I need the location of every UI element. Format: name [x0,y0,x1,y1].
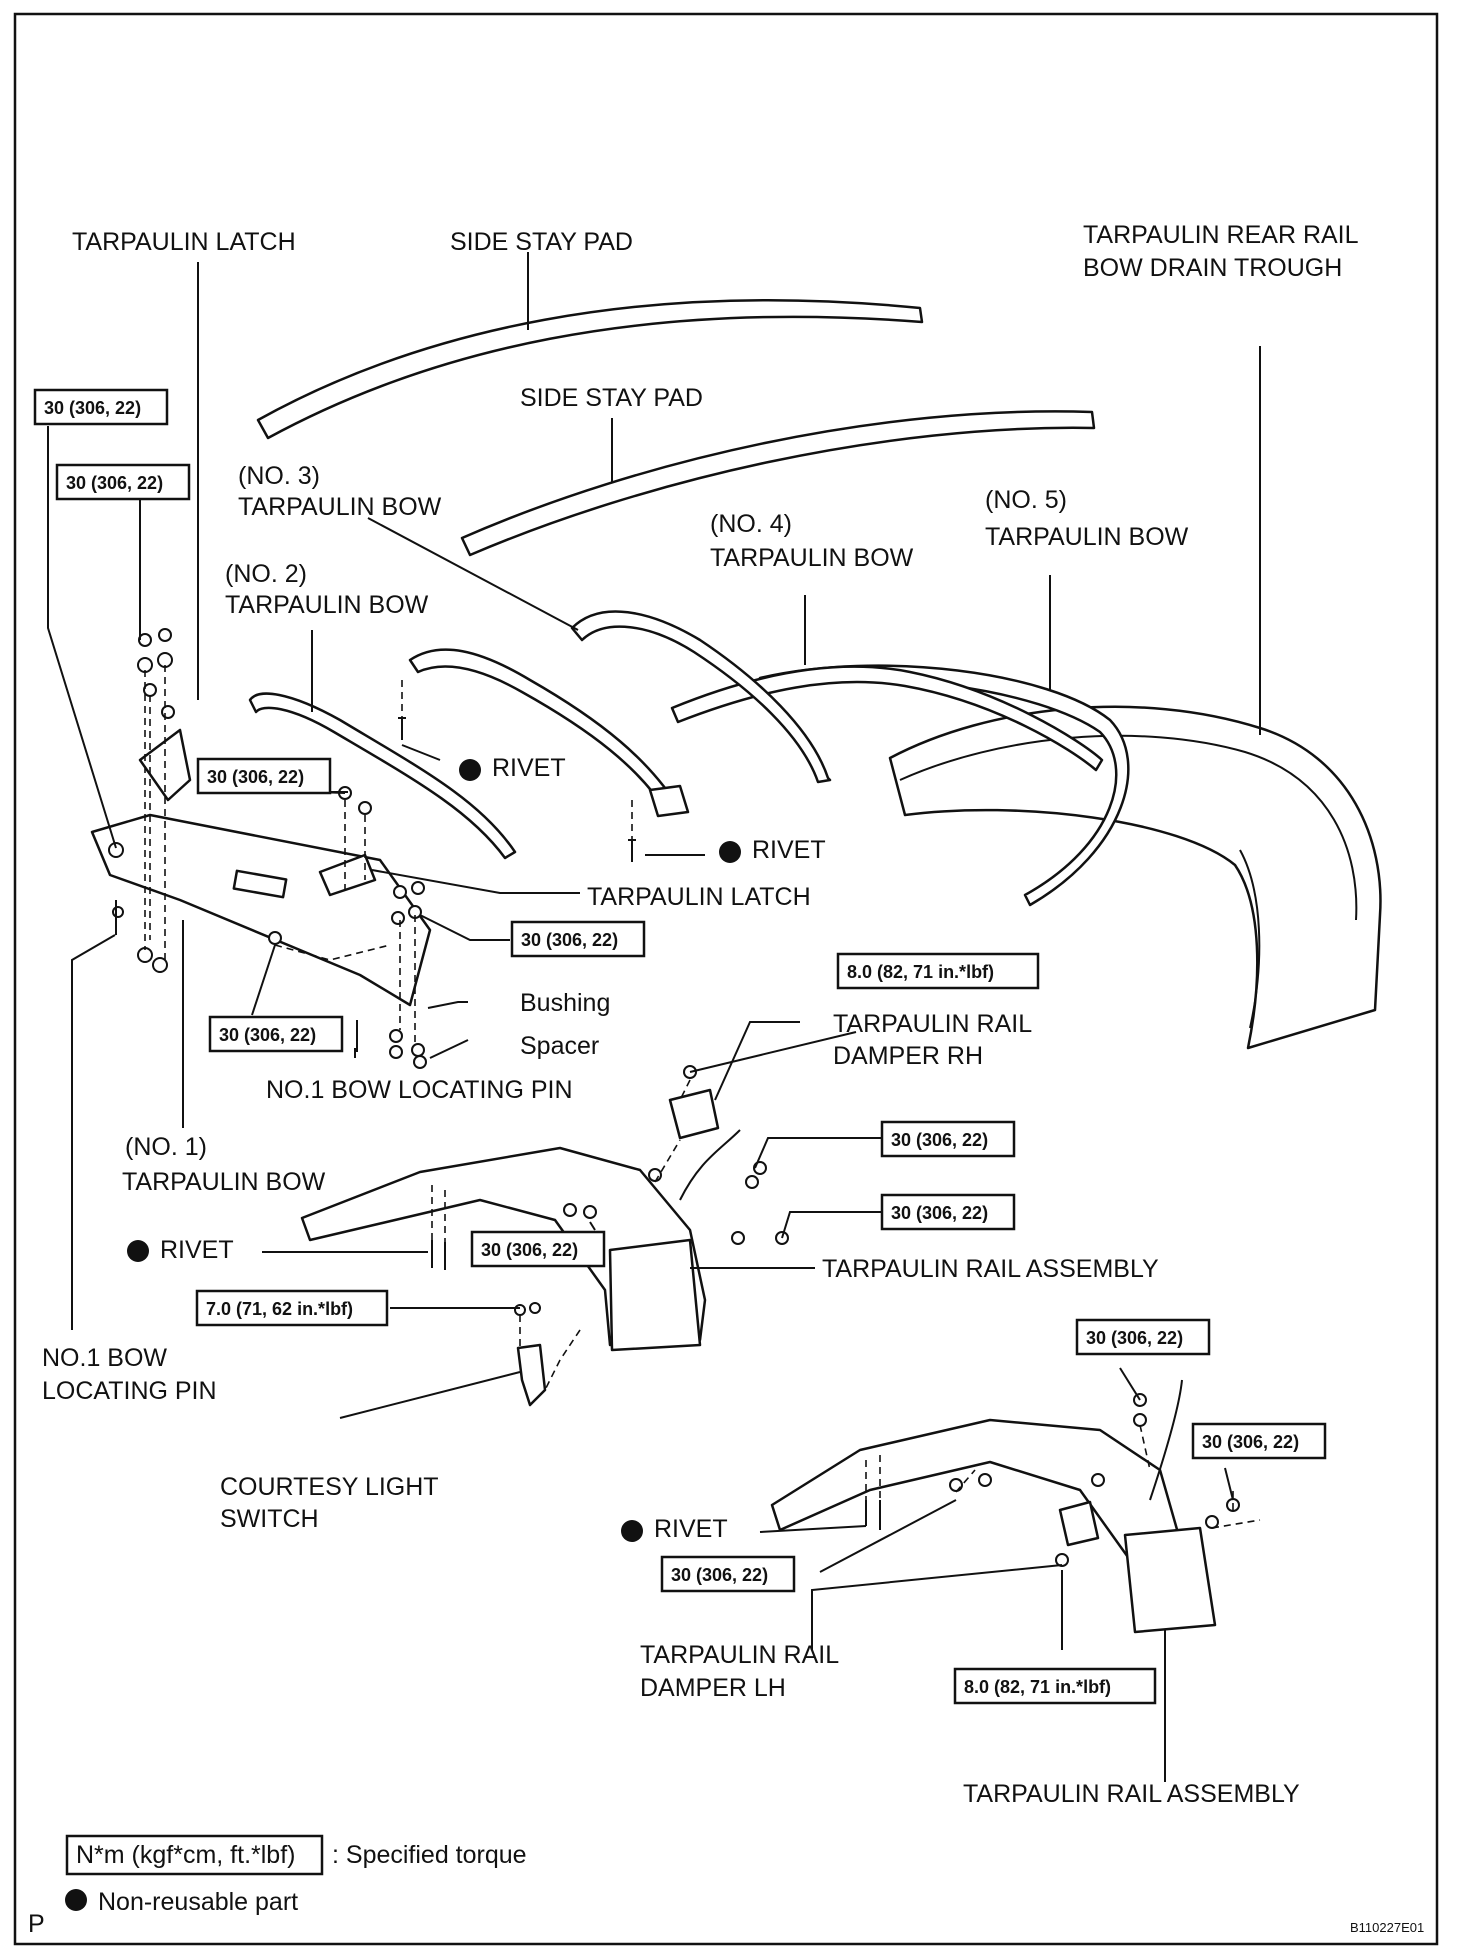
label-no1-pin-left-line1: NO.1 BOW [42,1344,167,1372]
svg-text:8.0 (82, 71 in.*lbf): 8.0 (82, 71 in.*lbf) [847,962,994,982]
label-damper-rh-line2: DAMPER RH [833,1042,983,1070]
label-bow1-line1: (NO. 1) [125,1133,207,1161]
legend-torque-box [65,1834,324,1876]
tarpaulin-rail-damper-rh [668,1088,720,1140]
legend-torque-desc: : Specified torque [332,1841,527,1869]
tarpaulin-rail-damper-lh [1058,1500,1100,1547]
label-no1-pin-mid: NO.1 BOW LOCATING PIN [266,1076,573,1104]
rail-arm-rh [679,1129,741,1201]
label-spacer: Spacer [520,1032,599,1060]
label-rail-assembly-2: TARPAULIN RAIL ASSEMBLY [963,1780,1300,1808]
label-courtesy-line2: SWITCH [220,1505,319,1533]
rear-rail-drain-trough [888,705,1382,1050]
legend-nonreusable-dot [65,1889,87,1911]
label-bow2-line1: (NO. 2) [225,560,307,588]
svg-text:30 (306, 22): 30 (306, 22) [207,767,304,787]
svg-text:30 (306, 22): 30 (306, 22) [891,1203,988,1223]
torque-spec-13: 30 (306, 22) [660,1555,796,1593]
torque-spec-11: 30 (306, 22) [1075,1318,1211,1356]
label-bushing: Bushing [520,989,610,1017]
legend-torque-box-text: N*m (kgf*cm, ft.*lbf) [76,1841,295,1869]
label-bow4-line1: (NO. 4) [710,510,792,538]
tarpaulin-bow-no1 [90,813,432,1007]
label-rivet-3: RIVET [160,1236,234,1264]
torque-spec-10: 7.0 (71, 62 in.*lbf) [195,1289,389,1327]
label-bow3-line1: (NO. 3) [238,462,320,490]
legend-nonreusable-desc: Non-reusable part [98,1888,298,1916]
torque-spec-2: 30 (306, 22) [55,463,191,501]
torque-spec-7: 30 (306, 22) [880,1120,1016,1158]
drain-trough-ribs [899,734,1358,1029]
rail-bracket-rh [608,1238,702,1352]
label-bow5-line2: TARPAULIN BOW [985,523,1189,551]
nonreusable-dot-rivet-4 [621,1520,643,1542]
svg-text:30 (306, 22): 30 (306, 22) [66,473,163,493]
nonreusable-dot-rivet-2 [719,841,741,863]
svg-text:8.0 (82, 71 in.*lbf): 8.0 (82, 71 in.*lbf) [964,1677,1111,1697]
header-slot [232,869,288,899]
legend: N*m (kgf*cm, ft.*lbf) : Specified torque… [65,1834,527,1916]
label-bow2-line2: TARPAULIN BOW [225,591,429,619]
torque-spec-4: 30 (306, 22) [510,920,646,958]
torque-spec-9: 30 (306, 22) [470,1230,606,1268]
label-bow1-line2: TARPAULIN BOW [122,1168,326,1196]
alignment-dashes [144,665,1261,1529]
svg-text:7.0 (71, 62 in.*lbf): 7.0 (71, 62 in.*lbf) [206,1299,353,1319]
label-damper-rh-line1: TARPAULIN RAIL [833,1010,1032,1038]
leader-lines [47,252,1261,1782]
tarpaulin-rail-assembly-lh [770,1418,1182,1632]
tarpaulin-latch-mid-part [318,853,377,897]
label-rear-rail-line2: BOW DRAIN TROUGH [1083,254,1342,282]
rivet-pin-group [115,717,881,1530]
page-letter: P [28,1910,45,1938]
side-stay-pad-1 [256,298,924,440]
torque-spec-14: 8.0 (82, 71 in.*lbf) [953,1667,1157,1705]
label-courtesy-line1: COURTESY LIGHT [220,1473,439,1501]
label-tarpaulin-latch-top: TARPAULIN LATCH [72,228,296,256]
label-tarpaulin-latch-mid: TARPAULIN LATCH [587,883,811,911]
rail-bracket-lh [1123,1526,1217,1634]
label-bow4-line2: TARPAULIN BOW [710,544,914,572]
svg-text:30 (306, 22): 30 (306, 22) [1202,1432,1299,1452]
page-border [13,12,1439,1946]
tarpaulin-bow-no3 [570,610,832,784]
svg-text:30 (306, 22): 30 (306, 22) [521,930,618,950]
label-bow3-line2: TARPAULIN BOW [238,493,442,521]
torque-spec-5: 30 (306, 22) [208,1015,344,1053]
side-stay-pad-2 [460,410,1096,557]
label-rivet-2: RIVET [752,836,826,864]
svg-text:30 (306, 22): 30 (306, 22) [671,1565,768,1585]
nonreusable-dot-rivet-1 [459,759,481,781]
tarpaulin-bow-no5 [758,664,1130,907]
svg-text:30 (306, 22): 30 (306, 22) [219,1025,316,1045]
torque-spec-6: 8.0 (82, 71 in.*lbf) [836,952,1040,990]
torque-spec-3: 30 (306, 22) [196,757,332,795]
label-damper-lh-line1: TARPAULIN RAIL [640,1641,839,1669]
torque-spec-1: 30 (306, 22) [33,388,169,426]
svg-text:30 (306, 22): 30 (306, 22) [891,1130,988,1150]
tarpaulin-bow-no2 [248,692,517,860]
nonreusable-dot-rivet-3 [127,1240,149,1262]
label-rivet-1: RIVET [492,754,566,782]
label-rear-rail-line1: TARPAULIN REAR RAIL [1083,221,1359,249]
bow-end-bracket [648,784,690,818]
courtesy-light-switch [516,1343,547,1407]
label-side-stay-pad-1: SIDE STAY PAD [450,228,633,256]
label-damper-lh-line2: DAMPER LH [640,1674,786,1702]
svg-text:30 (306, 22): 30 (306, 22) [1086,1328,1183,1348]
label-bow5-line1: (NO. 5) [985,486,1067,514]
figure-code: B110227E01 [1350,1920,1424,1935]
label-side-stay-pad-2: SIDE STAY PAD [520,384,703,412]
label-rail-assembly-1: TARPAULIN RAIL ASSEMBLY [822,1255,1159,1283]
svg-text:30 (306, 22): 30 (306, 22) [44,398,141,418]
torque-spec-12: 30 (306, 22) [1191,1422,1327,1460]
tarpaulin-bow-no4 [670,665,1104,772]
label-rivet-4: RIVET [654,1515,728,1543]
label-no1-pin-left-line2: LOCATING PIN [42,1377,217,1405]
rail-arm-lh [1149,1379,1183,1501]
torque-spec-8: 30 (306, 22) [880,1193,1016,1231]
svg-text:30 (306, 22): 30 (306, 22) [481,1240,578,1260]
